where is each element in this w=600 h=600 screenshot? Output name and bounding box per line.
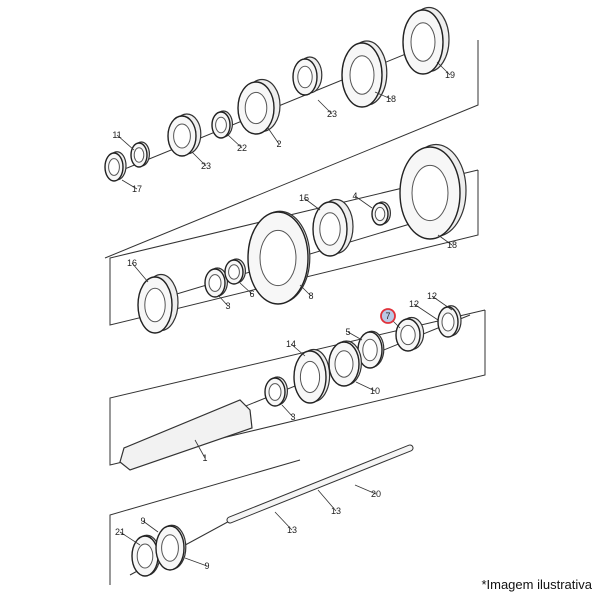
leader-line-10 — [355, 381, 376, 392]
part-22 — [119, 399, 253, 471]
part-20 — [328, 340, 362, 387]
leader-line-20 — [354, 484, 377, 495]
callout-label-5: 5 — [345, 327, 350, 337]
leader-line-23 — [191, 151, 207, 167]
callout-label-3: 3 — [225, 301, 230, 311]
part-17 — [437, 305, 462, 338]
part-11 — [137, 273, 179, 334]
callout-label-23: 23 — [201, 161, 211, 171]
callout-label-23: 23 — [327, 109, 337, 119]
callout-label-11: 11 — [112, 130, 121, 140]
leader-line-13 — [317, 489, 337, 512]
leader-line-11 — [116, 134, 135, 151]
callout-label-15: 15 — [299, 193, 309, 203]
part-5 — [211, 110, 233, 139]
part-7 — [130, 141, 150, 168]
callout-label-1: 1 — [202, 453, 207, 463]
callout-label-9: 9 — [204, 561, 209, 571]
leader-line-14 — [290, 343, 306, 357]
callout-label-8: 8 — [308, 291, 313, 301]
panel-1-frame — [104, 40, 479, 259]
part-2 — [341, 40, 388, 108]
leader-line-18 — [437, 234, 453, 246]
leader-line-22 — [227, 134, 243, 149]
leader-line-15 — [303, 197, 321, 211]
panel-2-frame — [109, 169, 479, 326]
leader-line-16 — [131, 262, 149, 283]
leader-line-12 — [431, 295, 453, 311]
callout-label-22: 22 — [237, 143, 247, 153]
illustrative-image-note: *Imagem ilustrativa — [481, 577, 592, 592]
part-13 — [224, 258, 246, 285]
callout-label-13: 13 — [331, 506, 341, 516]
leader-line-4 — [354, 195, 373, 209]
part-4 — [237, 78, 281, 135]
callout-label-14: 14 — [286, 339, 296, 349]
leader-line-8 — [299, 284, 312, 297]
leader-line-21 — [119, 531, 141, 546]
part-21 — [264, 376, 288, 407]
callout-label-6: 6 — [249, 289, 254, 299]
part-23 — [226, 444, 414, 524]
leader-line-2 — [267, 127, 280, 145]
callout-label-10: 10 — [370, 386, 380, 396]
leader-line-3 — [217, 294, 229, 307]
part-18 — [357, 330, 385, 369]
leader-line-1 — [194, 439, 206, 459]
callout-label-4: 4 — [352, 191, 357, 201]
callout-label-12: 12 — [427, 291, 437, 301]
leader-line-5 — [347, 331, 363, 341]
part-8 — [104, 151, 127, 182]
panel-3-frame — [109, 309, 486, 466]
callout-label-13: 13 — [287, 525, 297, 535]
highlight-circle — [380, 308, 396, 324]
leader-line-3 — [281, 404, 294, 418]
callout-label-18: 18 — [447, 240, 457, 250]
part-6 — [167, 113, 202, 157]
leader-line-17 — [121, 179, 138, 190]
callout-label-9: 9 — [140, 516, 145, 526]
callout-label-21: 21 — [115, 527, 125, 537]
panel-4-frame — [109, 459, 301, 585]
part-10 — [371, 201, 391, 226]
part-16 — [395, 316, 425, 352]
callout-label-2: 2 — [276, 139, 281, 149]
callout-label-18: 18 — [386, 94, 396, 104]
part-12 — [204, 267, 228, 298]
part-15 — [399, 143, 467, 240]
leader-line-9 — [142, 520, 159, 533]
leader-line-18 — [374, 91, 392, 100]
leader-line-13 — [274, 511, 293, 531]
leader-line-9 — [184, 557, 208, 567]
part-25 — [155, 524, 187, 571]
callout-label-3: 3 — [290, 412, 295, 422]
part-3 — [292, 56, 323, 96]
part-19 — [293, 348, 331, 404]
callout-label-17: 17 — [132, 184, 142, 194]
leader-line-19 — [436, 61, 451, 76]
part-14 — [247, 210, 311, 305]
callout-label-7: 7 — [385, 311, 390, 321]
leader-line-23 — [317, 99, 333, 115]
leader-line-12 — [413, 303, 439, 321]
callout-label-12: 12 — [409, 299, 419, 309]
callout-label-16: 16 — [127, 258, 137, 268]
part-1 — [402, 6, 450, 75]
leader-line-6 — [239, 282, 253, 295]
part-9 — [312, 198, 354, 257]
part-24 — [131, 534, 161, 577]
callout-label-20: 20 — [371, 489, 381, 499]
callout-label-19: 19 — [445, 70, 455, 80]
